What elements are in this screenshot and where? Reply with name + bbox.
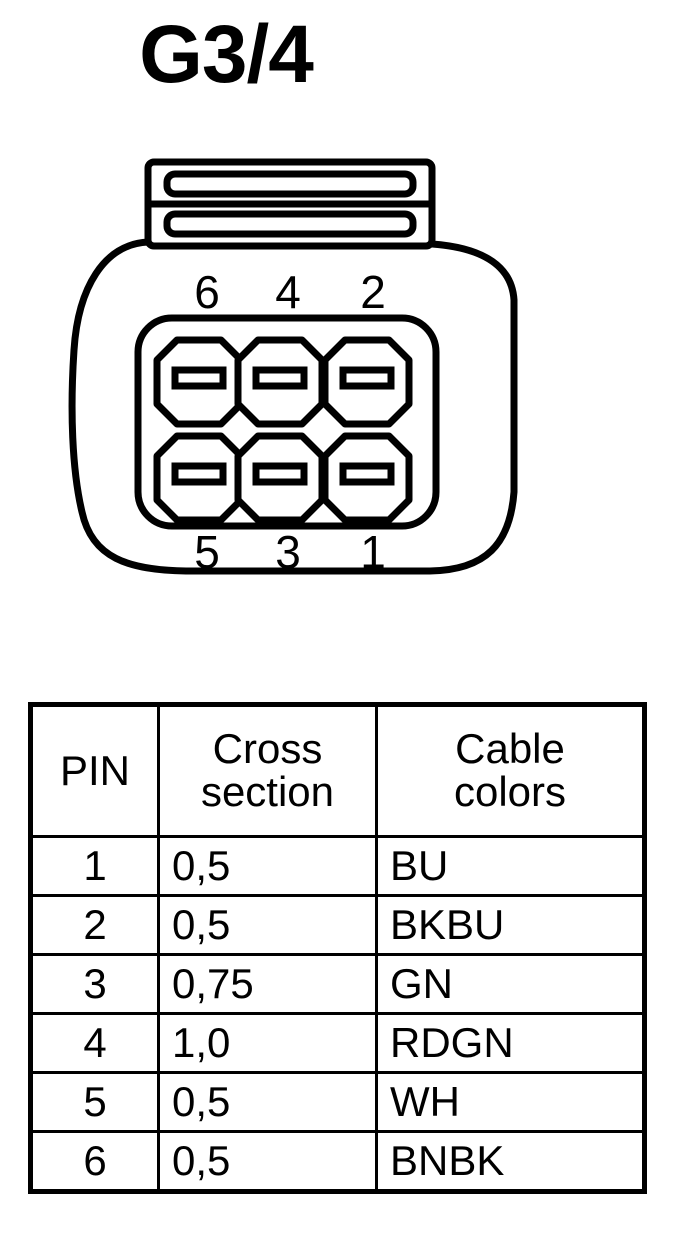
cell-cable-colors: GN — [375, 953, 646, 1015]
table-header: PIN Cross section Cable colors — [29, 703, 646, 838]
pin-cavity-4 — [234, 336, 326, 428]
cell-pin: 1 — [29, 835, 160, 897]
pin-cavity-3-terminal — [252, 462, 308, 486]
pin-cavity-4-terminal — [252, 366, 308, 390]
pin-number-label-1: 1 — [360, 526, 386, 578]
table-row: 3 0,75 GN — [29, 953, 646, 1015]
pin-cavity-6-terminal — [171, 366, 227, 390]
latch-bar-upper — [163, 170, 417, 198]
column-header-cross-section-line-2: section — [200, 768, 335, 815]
column-header-cable-colors: Cable colors — [375, 703, 646, 838]
pin-number-label-2: 2 — [360, 266, 386, 318]
cell-cross-section: 0,5 — [157, 1130, 378, 1193]
cell-cable-colors: RDGN — [375, 1012, 646, 1074]
pin-cavity-1-terminal — [339, 462, 395, 486]
pin-cavity-2-terminal — [339, 366, 395, 390]
cell-pin: 3 — [29, 953, 160, 1015]
pin-cavity-5-terminal — [171, 462, 227, 486]
cell-cross-section: 0,5 — [157, 835, 378, 897]
table-row: 5 0,5 WH — [29, 1071, 646, 1133]
cell-cross-section: 0,75 — [157, 953, 378, 1015]
cell-cable-colors: WH — [375, 1071, 646, 1133]
latch-bar-lower — [163, 210, 417, 238]
pin-cavity-5 — [153, 432, 245, 524]
table-body: 1 0,5 BU 2 0,5 BKBU 3 0,75 GN 4 1,0 RDGN… — [29, 835, 646, 1193]
column-header-cable-colors-line-2: colors — [453, 768, 567, 815]
cell-cable-colors: BNBK — [375, 1130, 646, 1193]
pin-number-label-3: 3 — [275, 526, 301, 578]
table-row: 1 0,5 BU — [29, 835, 646, 897]
cell-cable-colors: BU — [375, 835, 646, 897]
pin-cavity-3 — [234, 432, 326, 524]
cell-cross-section: 0,5 — [157, 894, 378, 956]
cell-pin: 4 — [29, 1012, 160, 1074]
pin-assignment-table: PIN Cross section Cable colors 1 0,5 BU … — [28, 702, 647, 1194]
cell-pin: 2 — [29, 894, 160, 956]
pin-cavity-6 — [153, 336, 245, 428]
column-header-pin: PIN — [29, 703, 160, 838]
column-header-cross-section-line-1: Cross — [212, 725, 323, 773]
pin-cavity-1 — [321, 432, 413, 524]
connector-diagram: 6 4 2 5 3 1 — [0, 140, 688, 600]
column-header-cable-colors-line-1: Cable — [455, 725, 565, 773]
table-row: 6 0,5 BNBK — [29, 1130, 646, 1193]
page-title: G3/4 — [139, 9, 314, 100]
pin-number-label-4: 4 — [275, 266, 301, 318]
pin-number-label-6: 6 — [194, 266, 220, 318]
cell-pin: 5 — [29, 1071, 160, 1133]
table-header-row: PIN Cross section Cable colors — [29, 703, 646, 838]
table-row: 4 1,0 RDGN — [29, 1012, 646, 1074]
cell-cross-section: 1,0 — [157, 1012, 378, 1074]
column-header-pin-line-1: PIN — [59, 746, 130, 794]
pin-assignment-table-container: PIN Cross section Cable colors 1 0,5 BU … — [28, 702, 647, 1194]
connector-illustration: 6 4 2 5 3 1 — [68, 158, 518, 578]
cell-cable-colors: BKBU — [375, 894, 646, 956]
column-header-cross-section: Cross section — [157, 703, 378, 838]
cell-pin: 6 — [29, 1130, 160, 1193]
cell-cross-section: 0,5 — [157, 1071, 378, 1133]
connector-latch — [144, 158, 436, 250]
table-row: 2 0,5 BKBU — [29, 894, 646, 956]
pin-cavity-2 — [321, 336, 413, 428]
pin-number-label-5: 5 — [194, 526, 220, 578]
